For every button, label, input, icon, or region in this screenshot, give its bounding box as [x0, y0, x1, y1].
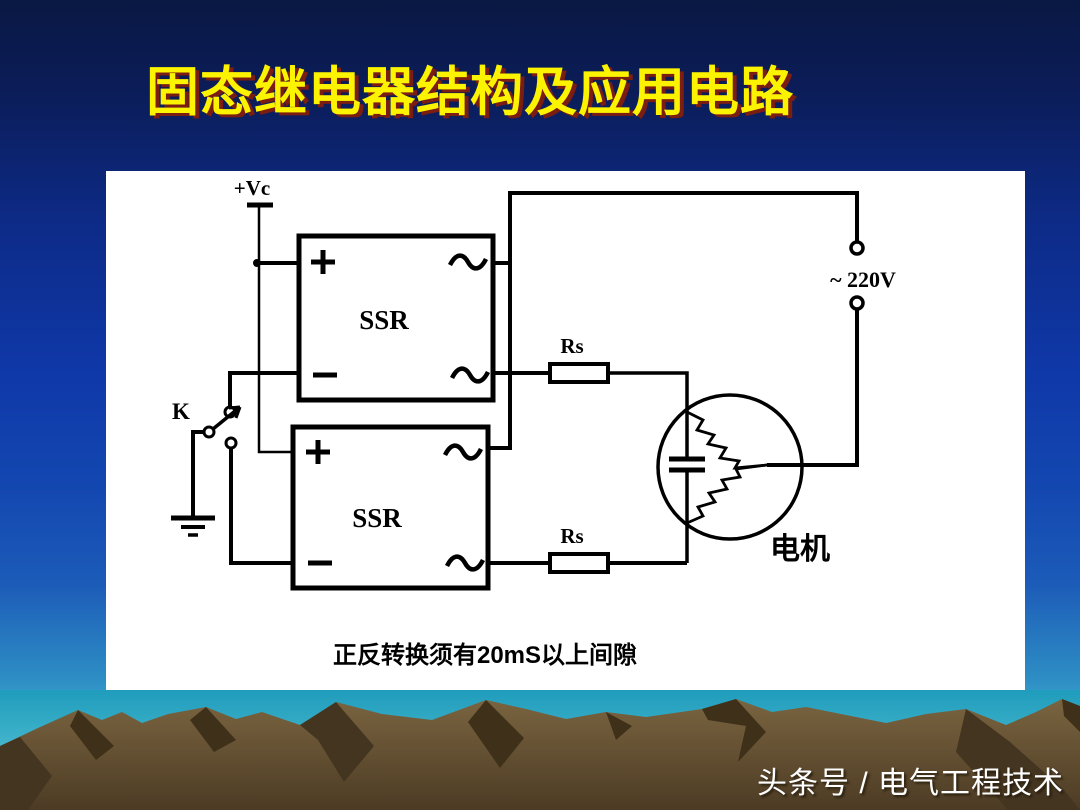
mains-bottom-wire [767, 309, 859, 467]
motor-label: 电机 [770, 533, 830, 566]
rs1-wire-right [608, 371, 689, 459]
switch-common-contact [202, 425, 216, 439]
watermark: 头条号 / 电气工程技术 [756, 767, 1064, 800]
circuit-panel: SSR SSR [106, 171, 1025, 694]
switch-lower-contact [224, 436, 238, 450]
ssr1-ac-bottom-symbol [449, 366, 491, 384]
motor-winding-top [686, 410, 768, 470]
mountain-ridge [0, 699, 1080, 810]
slide-title: 固态继电器结构及应用电路 [146, 63, 794, 122]
ssr2-ac-top-symbol [442, 443, 484, 461]
circuit-diagram: SSR SSR [171, 176, 896, 669]
resistor-rs2 [548, 552, 610, 574]
mountain-footer-art [0, 690, 1080, 810]
ac-terminal-top [849, 240, 865, 256]
rs2-label: Rs [560, 524, 583, 548]
ground-icon [171, 515, 215, 537]
ssr2-plus-symbol [306, 440, 330, 464]
ssr1-minus-wire [228, 371, 299, 407]
mountain-shadows [0, 699, 1080, 810]
ssr2-label: SSR [352, 503, 402, 533]
supply-label: +Vc [234, 176, 270, 200]
switch-common-wire [191, 430, 204, 516]
rs1-label: Rs [560, 334, 583, 358]
ssr2-minus-wire [229, 448, 293, 565]
switch-lever [211, 405, 242, 431]
motor-winding-bottom [686, 463, 768, 525]
switch-lever-arrow-icon [228, 405, 242, 419]
ac-source-label: ~ 220V [830, 267, 896, 292]
vcc-lead-wire [257, 207, 293, 454]
ssr1-plus-symbol [311, 250, 335, 274]
resistor-rs1 [548, 362, 610, 384]
ssr2-ac-bottom-symbol [444, 554, 486, 572]
motor-capacitor-icon [669, 456, 705, 563]
mains-top-wire [488, 191, 859, 450]
switch-label: K [172, 399, 190, 424]
ssr1-ac-top-symbol [447, 253, 489, 271]
ac-terminal-bottom [849, 295, 865, 311]
ssr1-label: SSR [359, 305, 409, 335]
caption-text: 正反转换须有20mS以上间隙 [333, 641, 637, 669]
